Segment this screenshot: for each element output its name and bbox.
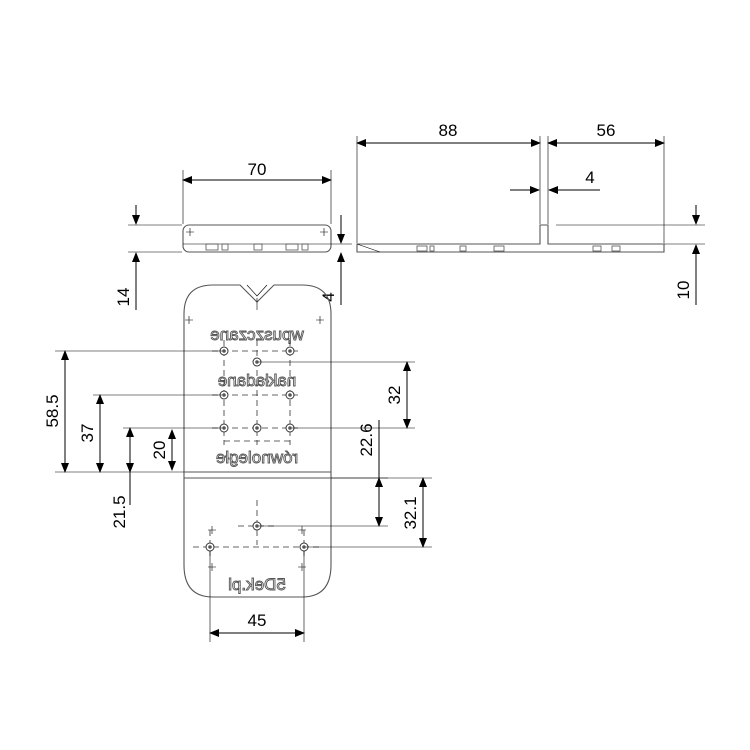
top-view-left: 70 14 4 — [114, 160, 352, 310]
dim-side-right: 56 — [597, 121, 616, 140]
drill-holes — [205, 346, 309, 552]
dim-21-5: 21.5 — [110, 495, 129, 528]
dim-side-thickness: 10 — [674, 281, 693, 300]
top-plate-crosses — [186, 228, 328, 236]
dim-side-gap: 4 — [585, 168, 594, 187]
plate-crosses — [185, 316, 324, 571]
side-profile-outline — [356, 224, 665, 253]
hole — [285, 390, 295, 400]
v-notch — [246, 284, 268, 297]
hole — [285, 346, 295, 356]
engraved-label-wpuszczane: wpuszczane — [210, 325, 305, 344]
hole — [219, 423, 229, 433]
dim-gap: 4 — [319, 292, 338, 301]
front-view: wpuszczane nakładane równoległe 5Dek.pl — [43, 284, 432, 642]
engraved-brand: 5Dek.pl — [228, 575, 286, 594]
hole — [205, 542, 215, 552]
dim-32-1: 32.1 — [401, 496, 420, 529]
dim-58-5: 58.5 — [43, 394, 62, 427]
hole — [252, 357, 262, 367]
top-plate-outline — [182, 224, 332, 253]
dim-top-thickness: 14 — [114, 288, 133, 307]
side-slots — [416, 245, 621, 252]
side-view: 88 56 4 10 — [356, 121, 705, 305]
hole — [252, 423, 262, 433]
dim-20: 20 — [150, 441, 169, 460]
dim-bottom-width: 45 — [248, 611, 267, 630]
dim-top-width: 70 — [248, 160, 267, 179]
dim-22-6: 22.6 — [357, 423, 376, 456]
top-plate-slots — [205, 243, 309, 251]
dim-32: 32 — [385, 386, 404, 405]
engraved-label-rownolegle: równoległe — [216, 448, 298, 467]
plate-outline — [183, 284, 332, 598]
dim-37: 37 — [78, 424, 97, 443]
dim-side-length: 88 — [439, 121, 458, 140]
